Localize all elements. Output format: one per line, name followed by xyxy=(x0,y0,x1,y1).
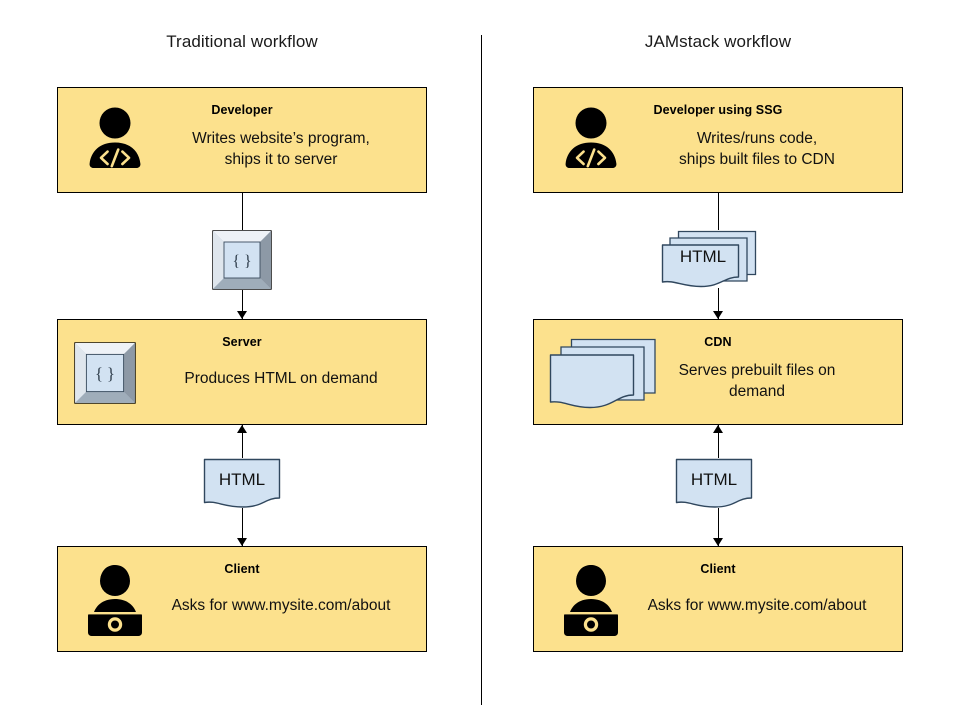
node-code-artifact-traditional[interactable]: { } xyxy=(212,230,272,290)
column-title-traditional: Traditional workflow xyxy=(166,32,318,51)
node-body: Writes/runs code, ships built files to C… xyxy=(679,130,835,168)
client-person-laptop-icon xyxy=(76,561,154,639)
node-client-traditional[interactable]: Client Asks for www.mysite.com/about xyxy=(57,546,427,652)
node-title: Developer xyxy=(211,103,273,117)
node-title: Developer using SSG xyxy=(653,103,783,117)
svg-text:{ }: { } xyxy=(95,364,115,383)
arrowhead-html-to-client xyxy=(713,538,723,546)
node-html-response-traditional[interactable]: HTML xyxy=(203,458,281,508)
node-title: Server xyxy=(222,335,262,349)
connector-code-to-server xyxy=(241,290,243,319)
arrowhead-client-to-server xyxy=(237,425,247,433)
connector-developer-to-built-files xyxy=(717,193,719,230)
server-code-icon: { } xyxy=(74,342,136,404)
node-title: Client xyxy=(224,562,260,576)
arrowhead-code-to-server xyxy=(237,311,247,319)
column-divider xyxy=(481,35,482,705)
connector-built-files-to-cdn xyxy=(717,288,719,319)
node-html-response-jamstack[interactable]: HTML xyxy=(675,458,753,508)
node-body: Asks for www.mysite.com/about xyxy=(171,597,391,614)
arrowhead-client-to-cdn xyxy=(713,425,723,433)
column-title-jamstack: JAMstack workflow xyxy=(644,32,792,51)
node-developer-traditional[interactable]: Developer Writes website’s program, ship… xyxy=(57,87,427,193)
node-body: Produces HTML on demand xyxy=(184,370,378,387)
connector-html-to-client xyxy=(717,508,719,546)
node-title: Client xyxy=(700,562,736,576)
arrowhead-built-files-to-cdn xyxy=(713,311,723,319)
file-stack-icon xyxy=(549,338,657,410)
connector-client-to-server xyxy=(241,425,243,458)
node-body: Serves prebuilt files on demand xyxy=(678,362,836,400)
node-developer-jamstack[interactable]: Developer using SSG Writes/runs code, sh… xyxy=(533,87,903,193)
node-server[interactable]: Server Produces HTML on demand xyxy=(57,319,427,425)
node-built-files[interactable]: HTML xyxy=(661,230,757,288)
node-body: Writes website’s program, ships it to se… xyxy=(192,130,370,168)
client-person-laptop-icon xyxy=(552,561,630,639)
svg-text:{ }: { } xyxy=(232,253,251,270)
node-body: Asks for www.mysite.com/about xyxy=(647,597,867,614)
connector-client-to-cdn xyxy=(717,425,719,458)
developer-person-icon xyxy=(76,102,154,180)
node-client-jamstack[interactable]: Client Asks for www.mysite.com/about xyxy=(533,546,903,652)
developer-person-icon xyxy=(552,102,630,180)
node-title: CDN xyxy=(704,335,732,349)
connector-html-to-client xyxy=(241,508,243,546)
code-braces-icon: { } xyxy=(212,230,272,290)
connector-developer-to-code xyxy=(241,193,243,230)
arrowhead-html-to-client xyxy=(237,538,247,546)
